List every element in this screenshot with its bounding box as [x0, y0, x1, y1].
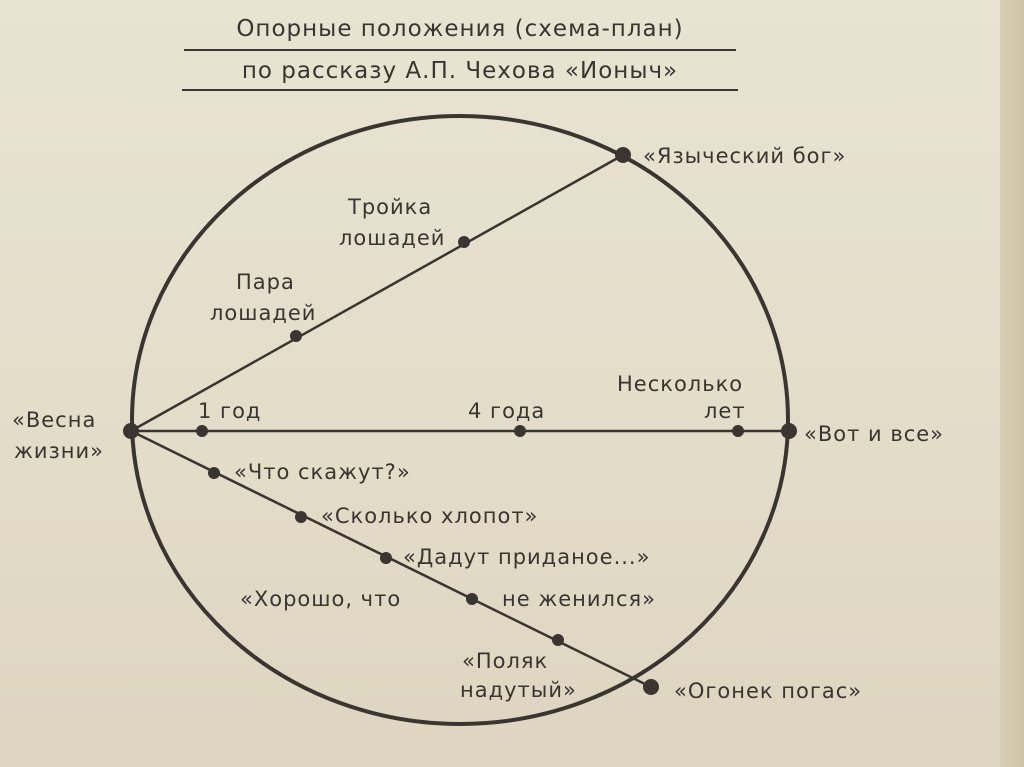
upper-point-label: Тройка — [347, 195, 432, 219]
middle-point-label: Несколько — [617, 372, 743, 396]
lower-point-label: надутый» — [460, 678, 577, 702]
middle-point — [514, 425, 526, 437]
lower-point — [380, 552, 392, 564]
lower-point-label: «Дадут приданое...» — [403, 545, 650, 569]
middle-end-node — [781, 423, 797, 439]
lower-point-label: «Сколько хлопот» — [321, 504, 538, 528]
start-label-line-2: жизни» — [14, 439, 104, 463]
title-line-2: по рассказу А.П. Чехова «Ионыч» — [241, 58, 679, 84]
upper-point — [458, 236, 470, 248]
paper-edge — [1000, 0, 1024, 767]
middle-point — [196, 425, 208, 437]
upper-point — [290, 330, 302, 342]
lower-end-node — [643, 679, 659, 695]
middle-point-label: 4 года — [468, 399, 545, 423]
lower-point-label: «Хорошо, что — [240, 587, 401, 611]
upper-end-node — [615, 147, 631, 163]
upper-point-label: лошадей — [339, 226, 445, 250]
middle-point-label: лет — [704, 399, 746, 423]
upper-line — [130, 153, 624, 433]
lower-point-label: «Что скажут?» — [234, 460, 411, 484]
lower-point-label: не женился» — [502, 587, 656, 611]
lower-point — [295, 511, 307, 523]
lower-point — [208, 467, 220, 479]
lower-point — [552, 634, 564, 646]
upper-point-label: лошадей — [210, 301, 316, 325]
lower-point — [466, 593, 478, 605]
middle-point — [732, 425, 744, 437]
title-underline-2 — [182, 89, 738, 91]
upper-point-label: Пара — [236, 270, 295, 294]
life-circle — [130, 114, 790, 726]
lower-point-label: «Поляк — [462, 649, 548, 673]
upper-end-label: «Языческий бог» — [643, 144, 846, 168]
middle-point-label: 1 год — [198, 399, 261, 423]
title-underline-1 — [184, 49, 736, 51]
start-node — [123, 423, 139, 439]
title-line-1: Опорные положения (схема-план) — [236, 16, 684, 42]
middle-end-label: «Вот и все» — [804, 422, 944, 446]
lower-end-label: «Огонек погас» — [674, 679, 862, 703]
start-label-line-1: «Весна — [12, 408, 96, 432]
